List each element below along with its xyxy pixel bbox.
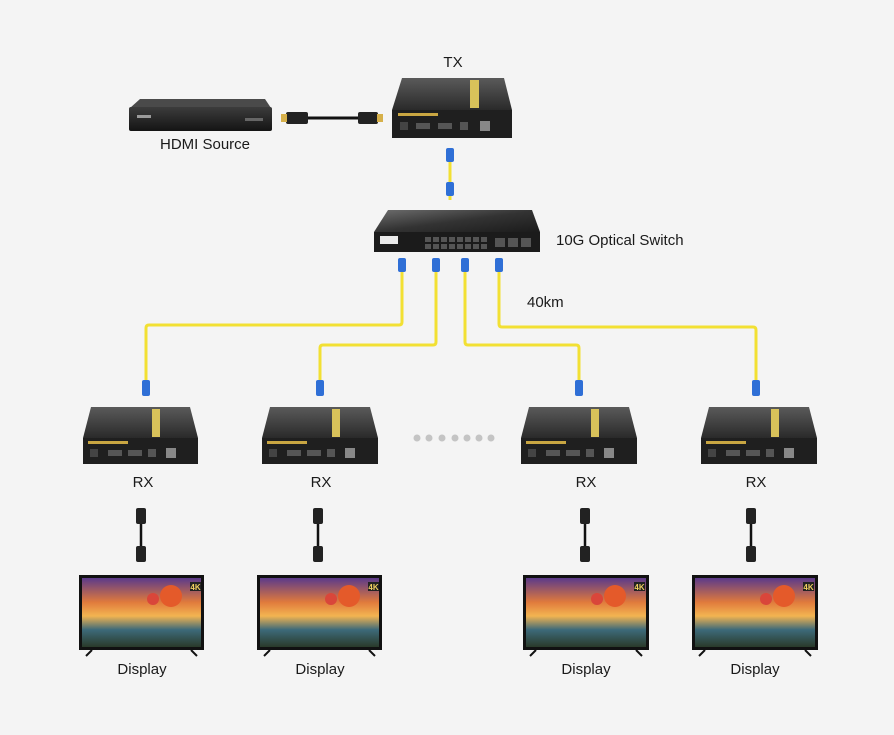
display-label-1: Display bbox=[117, 661, 167, 678]
fiber-cables bbox=[144, 150, 758, 385]
display-tv-2: 4K bbox=[257, 575, 382, 657]
connector-icon bbox=[446, 182, 454, 196]
rx-device-1 bbox=[83, 407, 198, 464]
connector-icon bbox=[446, 148, 454, 162]
fiber-connectors bbox=[142, 148, 760, 396]
display-tv-4: 4K bbox=[692, 575, 818, 657]
rx-label-3: RX bbox=[575, 474, 597, 491]
display-tv-3: 4K bbox=[523, 575, 649, 657]
connector-icon bbox=[461, 258, 469, 272]
fiber-rx2 bbox=[318, 268, 438, 385]
rx-device-3 bbox=[521, 407, 637, 464]
tx-label: TX bbox=[443, 54, 463, 71]
badge-4k: 4K bbox=[368, 583, 378, 592]
connector-icon bbox=[495, 258, 503, 272]
display-label-4: Display bbox=[730, 661, 780, 678]
fiber-rx4 bbox=[497, 268, 758, 385]
hdmi-cable-source-tx bbox=[281, 112, 383, 124]
connector-icon bbox=[316, 380, 324, 396]
connector-icon bbox=[575, 380, 583, 396]
connector-icon bbox=[752, 380, 760, 396]
switch-label: 10G Optical Switch bbox=[556, 232, 684, 249]
rx-label-4: RX bbox=[745, 474, 767, 491]
display-label-2: Display bbox=[295, 661, 345, 678]
connector-icon bbox=[398, 258, 406, 272]
distance-label: 40km bbox=[527, 294, 564, 311]
hdmi-cable-4 bbox=[746, 508, 756, 562]
connector-icon bbox=[142, 380, 150, 396]
rx-label-1: RX bbox=[132, 474, 154, 491]
ellipsis-dots bbox=[413, 434, 495, 442]
rx-device-2 bbox=[262, 407, 378, 464]
hdmi-source-device bbox=[129, 99, 272, 131]
hdmi-cable-3 bbox=[580, 508, 590, 562]
badge-4k: 4K bbox=[190, 583, 200, 592]
badge-4k: 4K bbox=[634, 583, 644, 592]
badge-4k: 4K bbox=[803, 583, 813, 592]
fiber-rx1 bbox=[144, 268, 404, 385]
optical-switch bbox=[374, 210, 540, 252]
rx-device-4 bbox=[701, 407, 817, 464]
fiber-rx3 bbox=[463, 268, 581, 385]
hdmi-source-label: HDMI Source bbox=[159, 136, 251, 153]
display-tv-1: 4K bbox=[79, 575, 204, 657]
rx-label-2: RX bbox=[310, 474, 332, 491]
display-label-3: Display bbox=[561, 661, 611, 678]
hdmi-cable-1 bbox=[136, 508, 146, 562]
hdmi-cable-2 bbox=[313, 508, 323, 562]
hdmi-cables-rx-display bbox=[136, 508, 756, 562]
tx-device bbox=[392, 78, 512, 138]
connector-icon bbox=[432, 258, 440, 272]
